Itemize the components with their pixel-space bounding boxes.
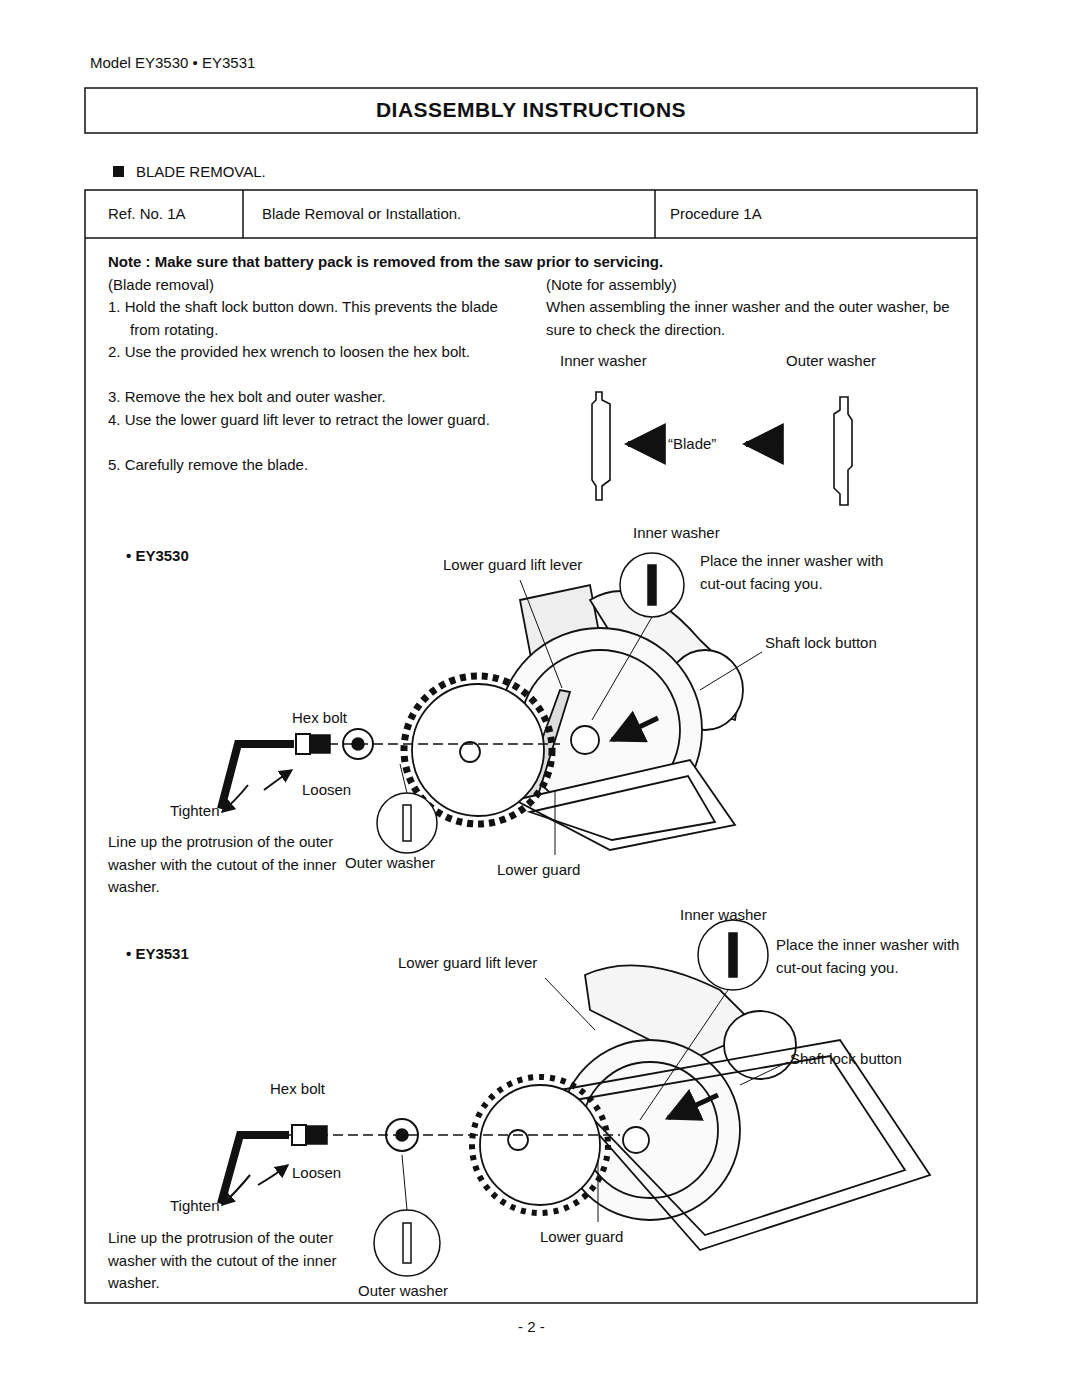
drawing-stroke [258,1165,288,1185]
drawing-stroke [264,770,292,790]
label-text: Note : Make sure that battery pack is re… [108,251,968,274]
label-text: • EY3531 [126,943,189,966]
drawing-stroke [480,1085,600,1205]
label-text: 1. Hold the shaft lock button down. This… [108,296,503,341]
drawing-stroke [396,1129,408,1141]
drawing-stroke [222,1175,250,1205]
drawing-stroke [623,1127,649,1153]
label-text: (Blade removal) [108,274,214,297]
label-text: Shaft lock button [765,632,877,655]
drawing-stroke [377,793,437,853]
drawing-stroke [472,1077,608,1213]
saw-ey3530 [404,585,743,850]
drawing-stroke [222,744,290,805]
label-text: Ref. No. 1A [108,203,186,226]
drawing-stroke [508,1130,528,1150]
label-text: Line up the protrusion of the outer wash… [108,1227,338,1295]
drawing-stroke [612,718,658,740]
drawing-stroke [242,190,244,238]
drawing-stroke [400,764,407,793]
label-text: • EY3530 [126,545,189,568]
label-text: 5. Carefully remove the blade. [108,454,503,477]
label-text: “Blade” [668,433,716,456]
label-text: When assembling the inner washer and the… [546,296,966,341]
drawing-stroke [402,1155,407,1210]
label-text: Model EY3530 • EY3531 [90,52,255,75]
label-text: Inner washer [633,522,720,545]
label-text: Outer washer [345,852,435,875]
label-text: Lower guard [540,1226,623,1249]
drawing-stroke [403,1223,411,1263]
label-text: Line up the protrusion of the outer wash… [108,831,338,899]
drawing-stroke [620,553,684,617]
label-text: Inner washer [680,904,767,927]
drawing-stroke [592,392,610,500]
label-text: 3. Remove the hex bolt and outer washer. [108,386,503,409]
drawing-stroke [343,729,373,759]
label-text: 4. Use the lower guard lift lever to ret… [108,409,503,432]
drawing-stroke [640,990,728,1120]
drawing-stroke [575,1056,905,1235]
drawing-stroke [85,190,977,1303]
drawing-stroke [222,785,248,812]
drawing-stroke [412,684,544,816]
drawing-stroke [520,580,562,688]
drawing-stroke [648,565,656,605]
drawing-stroke [729,933,737,977]
label-text: Loosen [302,779,351,802]
drawing-stroke [386,1119,418,1151]
drawing-stroke [746,441,778,447]
label-text: Tighten [170,1195,219,1218]
label-text: BLADE REMOVAL. [136,161,266,184]
drawing-stroke [668,1095,718,1118]
drawing-stroke [834,397,852,505]
label-text: Outer washer [358,1280,448,1303]
drawing-stroke [113,166,124,177]
label-text: Place the inner washer with cut-out faci… [700,550,905,595]
label-text: Lower guard lift lever [398,952,537,975]
drawing-stroke [740,1062,788,1085]
label-text: Hex bolt [270,1078,325,1101]
drawing-stroke [292,1125,306,1145]
label-text: Procedure 1A [670,203,762,226]
drawing-stroke [374,1210,440,1276]
label-text: Tighten [170,800,219,823]
drawing-stroke [555,790,556,855]
label-text: Inner washer [560,350,647,373]
drawing-stroke [628,441,660,447]
washer-profiles [592,392,852,505]
drawing-stroke [698,920,768,990]
drawing-stroke [654,190,656,238]
page-heading: DIASSEMBLY INSTRUCTIONS [85,98,977,122]
drawing-stroke [296,734,310,754]
label-text: (Note for assembly) [546,274,677,297]
label-text: Lower guard lift lever [443,554,582,577]
drawing-stroke [222,1135,285,1200]
exploded-parts-ey3530 [222,553,762,855]
drawing-stroke [700,652,762,690]
drawing-stroke [598,1160,599,1222]
label-text: Outer washer [786,350,876,373]
drawing-stroke [571,726,599,754]
drawing-stroke [352,738,364,750]
label-text: Shaft lock button [790,1048,902,1071]
drawing-stroke [85,237,977,239]
saw-ey3531 [472,965,930,1250]
drawing-stroke [403,805,411,841]
label-text: - 2 - [518,1316,545,1339]
drawing-stroke [85,88,977,133]
drawing-stroke [560,1040,930,1250]
label-text: Place the inner washer with cut-out faci… [776,934,971,979]
label-text: Loosen [292,1162,341,1185]
label-text: 2. Use the provided hex wrench to loosen… [108,341,503,364]
label-text: Lower guard [497,859,580,882]
drawing-stroke [592,617,652,720]
exploded-parts-ey3531 [222,920,788,1276]
frames [85,88,977,1303]
drawing-stroke [545,978,595,1030]
drawing-stroke [530,776,715,840]
label-text: Blade Removal or Installation. [262,203,461,226]
drawing-stroke [460,742,480,762]
label-text: Hex bolt [292,707,347,730]
